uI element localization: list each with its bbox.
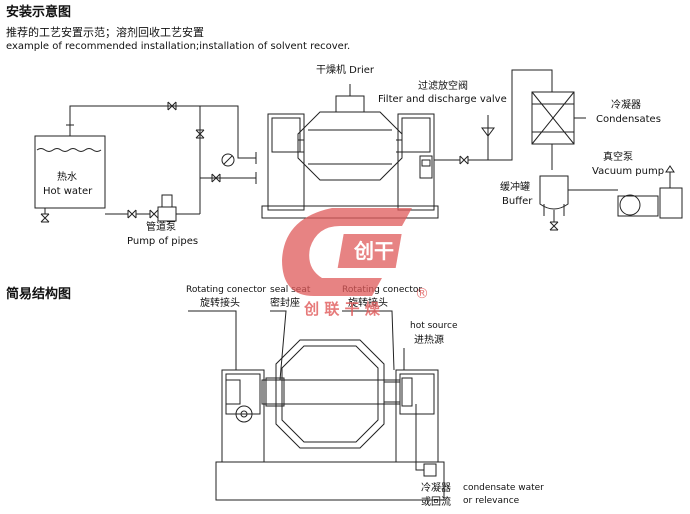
seal-cn: 密封座	[270, 298, 300, 309]
rot-left-cn: 旋转接头	[200, 298, 240, 309]
subtitle-en: example of recommended installation;inst…	[6, 41, 351, 52]
discharge-line	[434, 69, 553, 165]
hotwater-label-en: Hot water	[43, 186, 93, 197]
condenser-label-en: Condensates	[596, 114, 661, 125]
rot-right-en: Rotating conector	[342, 285, 423, 295]
hot-source-cn: 进热源	[414, 335, 444, 346]
cond-en-2: or relevance	[463, 496, 520, 506]
hot-water-tank	[34, 124, 106, 223]
hotwater-label-cn: 热水	[57, 172, 77, 183]
brand-text: 创 联 干 燥	[303, 300, 381, 318]
hot-source-en: hot source	[410, 321, 458, 331]
condenser	[531, 91, 586, 170]
subtitle-cn: 推荐的工艺安置示范；溶剂回收工艺安置	[6, 26, 204, 39]
buffer-tank	[539, 175, 618, 231]
pipepump-label-en: Pump of pipes	[127, 236, 199, 247]
pipepump-label-cn: 管道泵	[146, 222, 176, 233]
buffer-label-en: Buffer	[502, 196, 533, 207]
page-title: 安装示意图	[6, 5, 72, 20]
filter-label-cn: 过滤放空阀	[418, 81, 468, 92]
brand-chars: 创干	[353, 239, 394, 263]
section2-title: 简易结构图	[6, 287, 72, 302]
cond-cn-1: 冷凝器	[421, 483, 451, 494]
seal-en: seal seat	[270, 285, 311, 295]
structure-drawing	[188, 310, 445, 501]
drier-label: 干燥机 Drier	[316, 65, 375, 76]
rot-right-cn: 旋转接头	[348, 298, 388, 309]
vacuum-label-en: Vacuum pump	[592, 166, 665, 177]
cond-en-1: condensate water	[463, 483, 544, 493]
cond-cn-2: 或回流	[421, 497, 451, 508]
condenser-label-cn: 冷凝器	[611, 100, 641, 111]
buffer-label-cn: 缓冲罐	[500, 182, 530, 193]
return-pipe	[69, 101, 256, 214]
filter-label-en: Filter and discharge valve	[378, 94, 507, 105]
pump-line	[105, 194, 200, 222]
brand-watermark: 创干 创 联 干 燥 ®	[282, 208, 429, 318]
gauge	[200, 153, 256, 183]
vacuum-pump	[617, 165, 683, 219]
registered-mark: ®	[415, 286, 429, 302]
rot-left-en: Rotating conector	[186, 285, 267, 295]
vacuum-label-cn: 真空泵	[603, 152, 633, 163]
